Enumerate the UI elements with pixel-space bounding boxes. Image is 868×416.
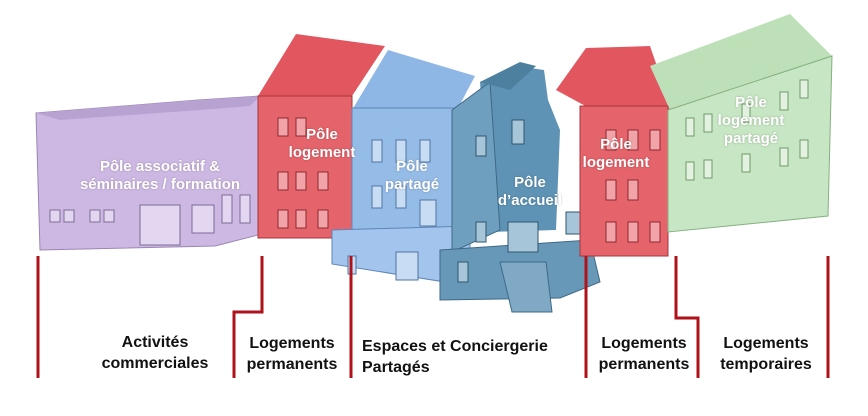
pole-accueil-label: Pôle d’accueil: [497, 174, 563, 209]
pole-logement-right-label: Pôle logement: [582, 136, 650, 171]
logement-building-left: [257, 34, 385, 239]
logement-partage-building: [650, 14, 833, 233]
pole-associatif-label: Pôle associatif & séminaires / formation: [79, 158, 241, 193]
accueil-building: [439, 62, 601, 313]
zone-logements-permanents-right: Logements permanents: [598, 335, 690, 373]
associatif-building: [35, 95, 263, 251]
zone-logements-temporaires: Logements temporaires: [720, 335, 812, 373]
zone-dividers: [36, 256, 830, 378]
pole-partage-label: Pôle partagé: [384, 158, 440, 193]
zone-espaces-conciergerie: Espaces et Conciergerie Partagés: [362, 338, 548, 376]
partage-building: [331, 50, 475, 287]
pole-logement-partage-label: Pôle logement partagé: [717, 94, 785, 147]
zone-activites-commerciales: Activités commerciales: [101, 334, 209, 372]
pole-logement-left-label: Pôle logement: [288, 126, 356, 161]
logement-building-right: [556, 46, 672, 257]
zone-logements-permanents-left: Logements permanents: [246, 335, 338, 373]
